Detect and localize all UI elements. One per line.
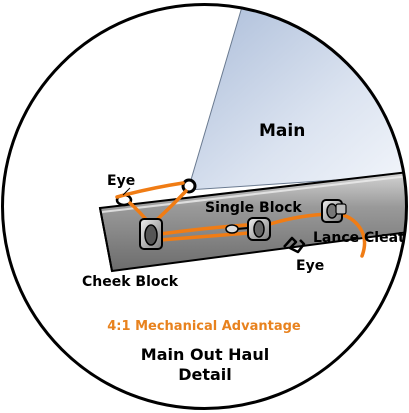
single-block — [225, 217, 271, 241]
clew-ring — [181, 178, 197, 194]
label-single-block: Single Block — [205, 200, 302, 216]
cheek-block — [139, 218, 163, 250]
lance-cleat — [321, 199, 347, 223]
eye-bottom — [283, 236, 306, 254]
label-main: Main — [259, 121, 305, 141]
mechanical-advantage: 4:1 Mechanical Advantage — [107, 319, 301, 334]
label-eye-bottom: Eye — [296, 258, 324, 274]
label-lance-cleat: Lance Cleat — [313, 230, 405, 246]
caption-title-line2: Detail — [178, 365, 232, 384]
caption-title-line1: Main Out Haul — [141, 345, 269, 364]
detail-frame — [1, 3, 408, 410]
label-eye-top: Eye — [107, 173, 135, 189]
label-cheek-block: Cheek Block — [82, 274, 179, 290]
